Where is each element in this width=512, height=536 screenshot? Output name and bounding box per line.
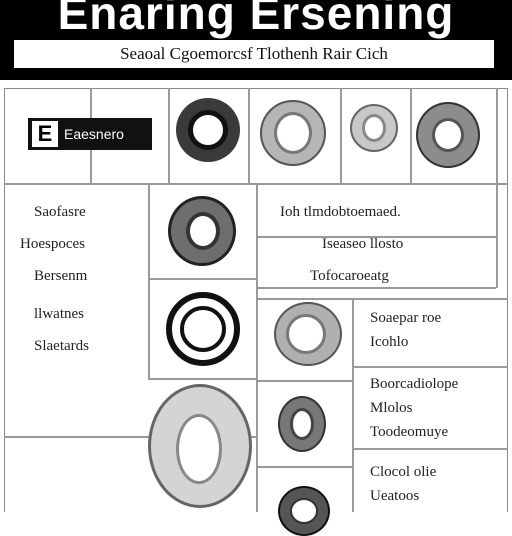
detail-text: Clocol olie xyxy=(370,464,437,480)
grid-divider xyxy=(352,298,354,512)
grid-divider xyxy=(148,278,256,280)
grid-divider xyxy=(248,88,250,183)
bearing-ring-image xyxy=(186,212,220,250)
page-title: Enaring Ersening xyxy=(57,0,455,39)
left-label: Bersenm xyxy=(34,268,88,284)
left-label: Saofasre xyxy=(34,204,86,220)
left-label: llwatnes xyxy=(34,306,84,322)
bearing-ring-image xyxy=(290,498,318,524)
bearing-ring-image xyxy=(180,306,226,352)
grid-divider xyxy=(256,287,496,289)
category-tag: E Eaesnero xyxy=(28,118,152,150)
catalog-grid xyxy=(4,88,508,512)
bearing-ring-image xyxy=(432,118,464,152)
bearing-ring-image xyxy=(286,314,326,354)
grid-divider xyxy=(148,378,256,380)
page-header: Enaring Ersening Seaoal Cgoemorcsf Tloth… xyxy=(0,0,512,80)
tag-letter: E xyxy=(32,121,58,147)
grid-divider xyxy=(256,466,352,468)
bearing-ring-image xyxy=(362,114,386,142)
left-label: Slaetards xyxy=(34,338,89,354)
detail-text: Boorcadiolope xyxy=(370,376,459,392)
grid-divider xyxy=(168,88,170,183)
grid-divider xyxy=(352,448,508,450)
left-label: Hoespoces xyxy=(20,236,85,252)
grid-divider xyxy=(496,88,498,288)
page-subtitle: Seaoal Cgoemorcsf Tlothenh Rair Cich xyxy=(14,40,494,68)
bearing-ring-image xyxy=(188,110,228,150)
grid-divider xyxy=(340,88,342,183)
tag-label: Eaesnero xyxy=(64,126,124,142)
detail-text: Soaepar roe xyxy=(370,310,442,326)
grid-divider xyxy=(4,436,256,438)
right-text: Tofocaroeatg xyxy=(310,268,389,284)
right-text: Ioh tlmdobtoemaed. xyxy=(280,204,401,220)
bearing-ring-image xyxy=(274,112,312,154)
grid-divider xyxy=(256,183,258,512)
grid-divider xyxy=(148,183,150,378)
detail-text: Icohlo xyxy=(370,334,409,350)
grid-divider xyxy=(352,366,508,368)
detail-text: Ueatoos xyxy=(370,488,420,504)
detail-text: Mlolos xyxy=(370,400,413,416)
grid-divider xyxy=(410,88,412,183)
grid-divider xyxy=(256,380,352,382)
grid-divider xyxy=(256,236,496,238)
large-bearing-ring-image xyxy=(176,414,222,484)
grid-divider xyxy=(256,298,508,300)
right-text: Iseaseo llosto xyxy=(322,236,404,252)
bearing-ring-image xyxy=(290,408,314,440)
detail-text: Toodeomuye xyxy=(370,424,449,440)
